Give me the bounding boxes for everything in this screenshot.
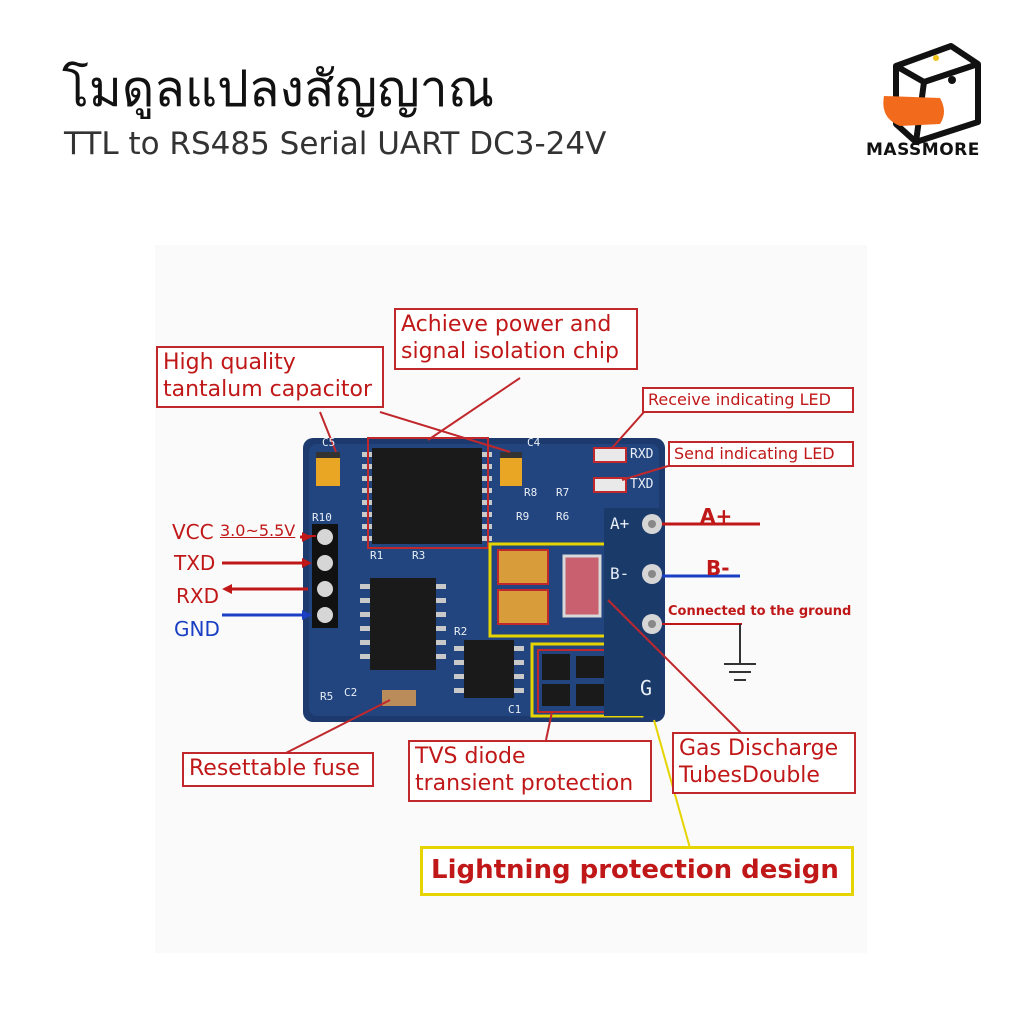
label-gas-line2: TubesDouble (679, 762, 820, 788)
page-title: โมดูลแปลงสัญญาณ (62, 60, 495, 118)
label-tvs-line1: TVS diode (415, 744, 526, 769)
pin-label-txd: TXD (174, 551, 216, 575)
brand-name: MASSMORE (866, 140, 980, 160)
silk-c4: C4 (527, 436, 541, 449)
silk-g: G (640, 676, 653, 700)
label-send-led: Send indicating LED (668, 441, 854, 467)
label-ground-note: Connected to the ground (668, 604, 852, 619)
massmore-logo-icon (883, 43, 981, 145)
pin-label-a: A+ (700, 504, 733, 528)
isolation-chip (372, 448, 482, 544)
driver-chip (464, 640, 514, 698)
pin-label-gnd: GND (174, 617, 220, 641)
silk-b: B- (610, 564, 630, 583)
label-receive-led: Receive indicating LED (642, 387, 854, 413)
label-resettable-fuse: Resettable fuse (182, 752, 374, 787)
pin-label-b: B- (706, 556, 730, 580)
silk-r5: R5 (320, 690, 334, 703)
silk-c2: C2 (344, 686, 358, 699)
gas-tube-3 (562, 554, 602, 618)
silk-r1: R1 (370, 549, 384, 562)
silk-r2: R2 (454, 625, 468, 638)
silk-r6: R6 (556, 510, 570, 523)
silk-r3: R3 (412, 549, 426, 562)
label-gas-discharge: Gas Discharge TubesDouble (672, 732, 856, 794)
silk-c5: C5 (322, 436, 336, 449)
label-tantalum-line2: tantalum capacitor (163, 376, 372, 402)
label-tvs-line2: transient protection (415, 770, 634, 796)
gas-tube-1 (497, 549, 549, 585)
gas-tube-2 (497, 589, 549, 625)
silk-a: A+ (610, 514, 630, 533)
txd-led (593, 477, 627, 493)
silk-c1: C1 (508, 703, 522, 716)
label-lightning-protection: Lightning protection design (420, 846, 854, 896)
pin-label-rxd: RXD (176, 584, 219, 608)
label-gas-line1: Gas Discharge (679, 736, 839, 761)
silk-r7: R7 (556, 486, 570, 499)
resettable-fuse (382, 690, 416, 706)
tantalum-capacitor-right (500, 452, 522, 486)
pin-label-vcc: VCC (172, 520, 214, 544)
label-isolation-chip: Achieve power and signal isolation chip (394, 308, 638, 370)
label-isolation-line1: Achieve power and (401, 312, 612, 337)
pin-label-vcc-range: 3.0~5.5V (220, 521, 296, 540)
tvs-diode-1 (542, 654, 570, 680)
label-isolation-line2: signal isolation chip (401, 338, 619, 364)
rxd-led (593, 447, 627, 463)
silk-r8: R8 (524, 486, 538, 499)
left-header-pins (312, 524, 338, 628)
silk-txd: TXD (630, 477, 654, 492)
silk-rxd: RXD (630, 447, 654, 462)
label-tantalum-line1: High quality (163, 350, 296, 375)
page-subtitle: TTL to RS485 Serial UART DC3-24V (64, 126, 607, 162)
transceiver-chip (370, 578, 436, 670)
silk-r10: R10 (312, 511, 332, 524)
label-tantalum-capacitor: High quality tantalum capacitor (156, 346, 384, 408)
label-tvs-diode: TVS diode transient protection (408, 740, 652, 802)
silk-r9: R9 (516, 510, 530, 523)
tvs-diode-4 (542, 684, 570, 706)
